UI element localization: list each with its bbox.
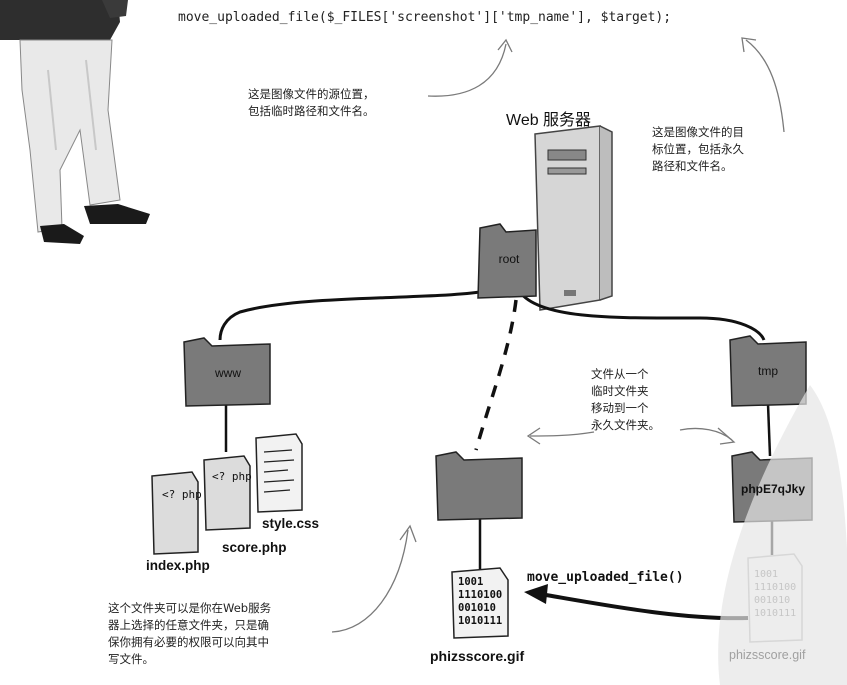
www-folder: [183, 337, 271, 407]
binary-row: 1001: [754, 569, 779, 580]
binary-row: 1001: [458, 576, 484, 588]
move-function-arrow-head: [524, 584, 548, 604]
www-folder-label-wrap: www: [186, 366, 270, 380]
root-folder-label-wrap: root: [480, 252, 538, 266]
binary-row: 1010111: [754, 608, 797, 619]
tmp-temp-line: [766, 403, 772, 457]
move-function-label: move_uploaded_file(): [527, 570, 684, 585]
index-php-tag: <? php: [162, 488, 202, 501]
person-illustration: [0, 0, 150, 244]
code-line: move_uploaded_file($_FILES['screenshot']…: [178, 10, 672, 25]
binary-row: 1110100: [754, 582, 797, 593]
folder-note: 这个文件夹可以是你在Web服务 器上选择的任意文件夹，只是确 保你拥有必要的权限…: [108, 600, 271, 668]
index-php-file-icon: [151, 471, 199, 555]
target-note-line: 标位置，包括永久: [652, 142, 744, 156]
move-note-line: 永久文件夹。: [591, 418, 660, 432]
root-folder: [477, 223, 537, 299]
root-target-dashed-line: [474, 299, 518, 451]
style-css-file-icon: [255, 433, 303, 513]
score-php-file-icon: [203, 455, 251, 531]
move-note-arrow-left-head: [526, 427, 541, 445]
move-note-arrow-left: [529, 431, 595, 437]
target-note: 这是图像文件的目 标位置，包括永久 路径和文件名。: [652, 124, 744, 175]
folder-note-line: 器上选择的任意文件夹，只是确: [108, 618, 269, 632]
tmp-folder-label-wrap: tmp: [730, 364, 806, 378]
score-php-label: score.php: [222, 540, 287, 555]
source-note: 这是图像文件的源位置， 包括临时路径和文件名。: [248, 86, 375, 120]
temp-folder-label: phpE7qJky: [740, 482, 806, 496]
root-folder-label: root: [498, 252, 520, 266]
index-php-label: index.php: [146, 558, 210, 573]
binary-row: 1110100: [458, 589, 503, 601]
gif-file-icon: [451, 567, 509, 639]
binary-row: 001010: [458, 602, 496, 614]
move-note: 文件从一个 临时文件夹 移动到一个 永久文件夹。: [591, 366, 701, 434]
source-arrow-head: [497, 38, 513, 53]
root-tmp-line: [518, 291, 766, 341]
score-php-tag: <? php: [212, 470, 252, 483]
move-note-line: 临时文件夹: [591, 384, 649, 398]
move-note-arrow-right-head: [717, 427, 736, 445]
tmp-folder-label: tmp: [757, 364, 778, 378]
gif-binary: 1001 1110100 001010 1010111: [458, 576, 502, 628]
gif-binary-faded: 1001 1110100 001010 1010111: [754, 568, 796, 620]
target-arrow-head: [741, 37, 757, 53]
server-tower: [534, 125, 613, 311]
source-note-line: 包括临时路径和文件名。: [248, 104, 375, 118]
folder-note-arrow: [331, 529, 409, 633]
target-note-line: 这是图像文件的目: [652, 125, 744, 139]
source-note-line: 这是图像文件的源位置，: [248, 87, 375, 101]
target-folder: [435, 451, 523, 521]
folder-note-line: 这个文件夹可以是你在Web服务: [108, 601, 272, 615]
gif-faded-label: phizsscore.gif: [729, 648, 806, 662]
folder-note-arrow-head: [399, 524, 417, 543]
temp-folder-label-wrap: phpE7qJky: [732, 482, 814, 496]
move-note-line: 移动到一个: [591, 401, 649, 415]
folder-note-line: 保你拥有必要的权限可以向其中: [108, 635, 269, 649]
binary-row: 001010: [754, 595, 791, 606]
root-www-line: [218, 290, 481, 341]
style-css-label: style.css: [262, 516, 320, 531]
binary-row: 1010111: [458, 615, 503, 627]
www-folder-label: www: [215, 366, 241, 380]
tmp-folder: [729, 335, 807, 407]
target-note-line: 路径和文件名。: [652, 159, 733, 173]
source-arrow: [427, 43, 507, 97]
server-title: Web 服务器: [506, 112, 592, 129]
folder-note-line: 写文件。: [108, 652, 154, 666]
target-arrow: [745, 39, 785, 133]
watermark-stamp: [718, 385, 847, 685]
gif-file-label: phizsscore.gif: [430, 648, 525, 664]
move-note-line: 文件从一个: [591, 367, 649, 381]
